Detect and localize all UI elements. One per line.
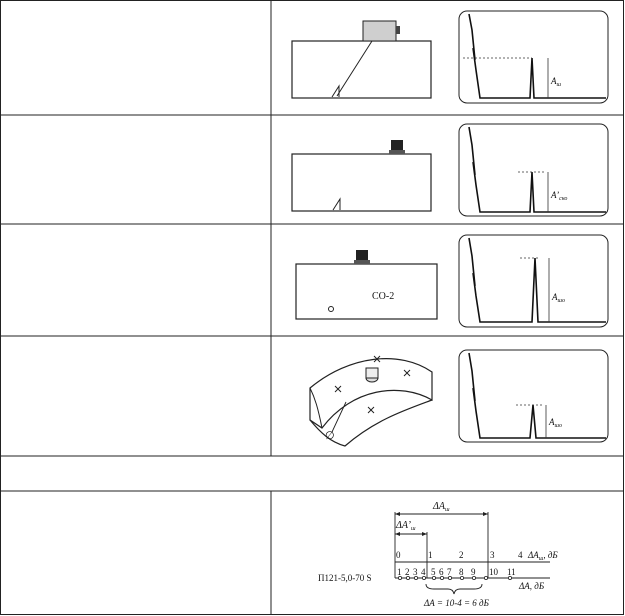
- bottom-tick-3: 3: [413, 567, 418, 577]
- probe-label: П121-5,0-70 S: [318, 573, 372, 583]
- notch-reflector: [331, 84, 340, 98]
- top-tick-1: 1: [428, 550, 433, 560]
- reference-block: [295, 263, 438, 320]
- curved-block-bottom: [309, 399, 433, 447]
- scope-label: Aшо: [551, 292, 565, 304]
- notch-reflector: [332, 197, 341, 211]
- initial-pulse: [468, 13, 606, 99]
- db-scale-diagram: ΔAш ΔA’ш 0 1 2 3 4 ΔAш, дБ П121-5,0-70 S…: [318, 501, 558, 608]
- row1-oscilloscope: Aш: [458, 10, 609, 104]
- bottom-tick-10: 10: [489, 567, 499, 577]
- row1-block-diagram: [291, 20, 432, 99]
- top-axis-unit: ΔAш, дБ: [527, 550, 558, 562]
- top-tick-0: 0: [396, 550, 401, 560]
- bottom-axis-unit: ΔA, дБ: [518, 581, 545, 591]
- probe-on-pipe-body: [365, 367, 379, 379]
- top-tick-4: 4: [518, 550, 523, 560]
- row3-oscilloscope: Aшо: [458, 234, 609, 328]
- top-tick-3: 3: [490, 550, 495, 560]
- scope-screen: [458, 349, 609, 443]
- row2-block-diagram: [291, 140, 432, 212]
- bottom-tick-7: 7: [447, 567, 452, 577]
- probe-face: [389, 150, 405, 154]
- bottom-tick-1: 1: [397, 567, 402, 577]
- probe-face: [354, 260, 370, 264]
- row4-pipe-diagram: ∅: [309, 355, 433, 447]
- top-tick-2: 2: [459, 550, 464, 560]
- bottom-tick-dots: [397, 576, 512, 581]
- scope-label: Aшо: [548, 417, 562, 429]
- difference-equation: ΔA = 10-4 = 6 дБ: [423, 598, 490, 608]
- curved-block-top-edge: [309, 387, 323, 429]
- bottom-tick-4: 4: [421, 567, 426, 577]
- test-block: [291, 40, 432, 99]
- bottom-tick-labels: 1 2 3 4 5 6 7 8 9 10 11: [397, 567, 516, 577]
- scope-label: A’ско: [550, 190, 567, 202]
- bottom-tick-2: 2: [405, 567, 410, 577]
- scope-screen: [458, 10, 609, 104]
- beam-path: [336, 40, 373, 97]
- bottom-tick-9: 9: [471, 567, 476, 577]
- scope-label: Aш: [550, 76, 562, 88]
- initial-pulse: [468, 237, 606, 323]
- diameter-symbol: ∅: [325, 430, 335, 442]
- bottom-tick-6: 6: [439, 567, 444, 577]
- bottom-tick-5: 5: [431, 567, 436, 577]
- block-label: СО-2: [372, 291, 394, 302]
- bottom-tick-11: 11: [507, 567, 516, 577]
- delta-a-prime-label: ΔA’ш: [395, 520, 416, 532]
- bottom-tick-8: 8: [459, 567, 464, 577]
- diameter-leader: [331, 401, 347, 433]
- initial-pulse: [468, 126, 606, 213]
- row2-oscilloscope: A’ско: [458, 123, 609, 217]
- cross-marks: [334, 355, 411, 414]
- test-block: [291, 153, 432, 212]
- row3-block-diagram: СО-2: [295, 250, 438, 320]
- side-drilled-hole: [328, 306, 334, 312]
- angle-probe: [362, 20, 397, 42]
- probe-connector: [396, 26, 400, 34]
- initial-pulse: [468, 352, 606, 439]
- difference-brace: [425, 583, 483, 595]
- row4-oscilloscope: Aшо: [458, 349, 609, 443]
- scope-screen: [458, 123, 609, 217]
- delta-ash-label: ΔAш: [432, 501, 450, 513]
